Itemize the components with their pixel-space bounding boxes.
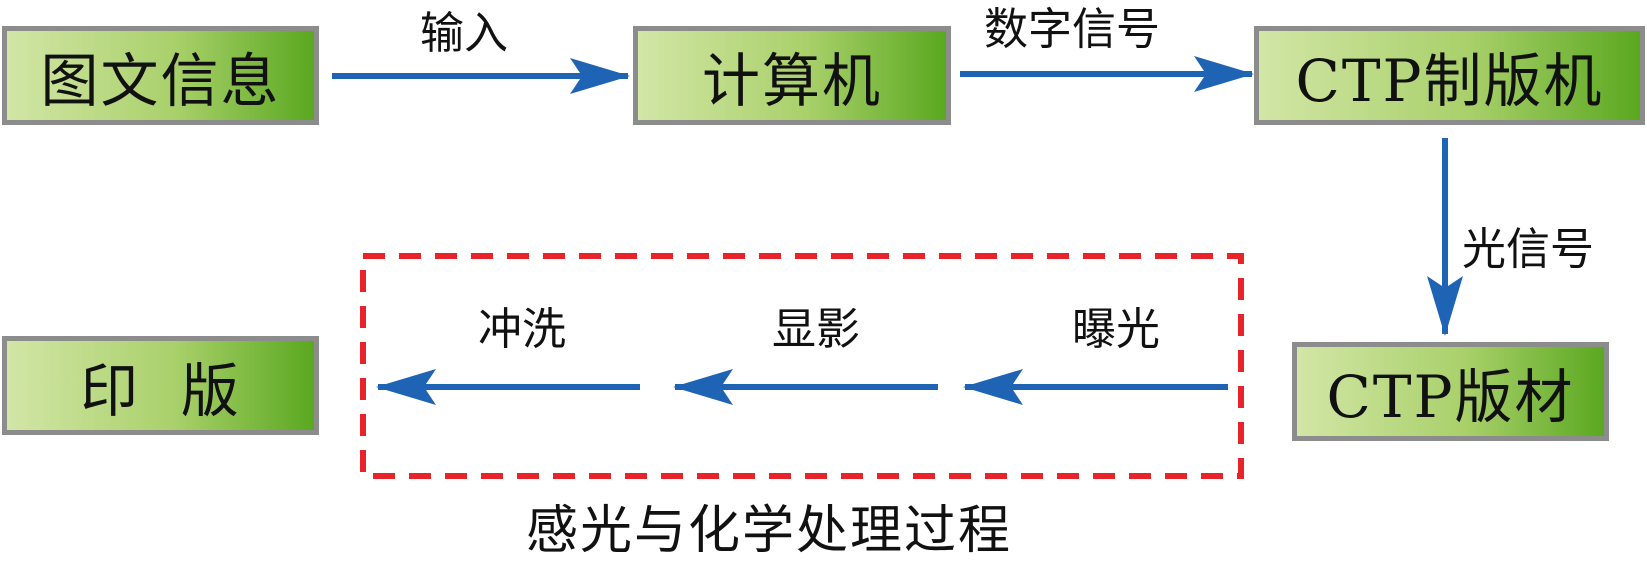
node-printing-plate: 印 版 — [2, 336, 319, 435]
node-image-text-info: 图文信息 — [2, 26, 319, 125]
edge-label-input: 输入 — [420, 8, 508, 59]
edge-label-development: 显影 — [772, 304, 860, 355]
process-group-border — [360, 253, 1244, 479]
edge-label-exposure: 曝光 — [1072, 304, 1160, 355]
edge-label-light-signal: 光信号 — [1462, 224, 1594, 275]
node-ctp-plate: CTP版材 — [1292, 342, 1609, 441]
node-ctp-platesetter: CTP制版机 — [1254, 26, 1645, 125]
edge-label-washing: 冲洗 — [478, 304, 566, 355]
edge-label-digital-signal: 数字信号 — [984, 4, 1160, 55]
node-computer: 计算机 — [633, 26, 951, 125]
process-group-caption: 感光与化学处理过程 — [526, 501, 1013, 561]
